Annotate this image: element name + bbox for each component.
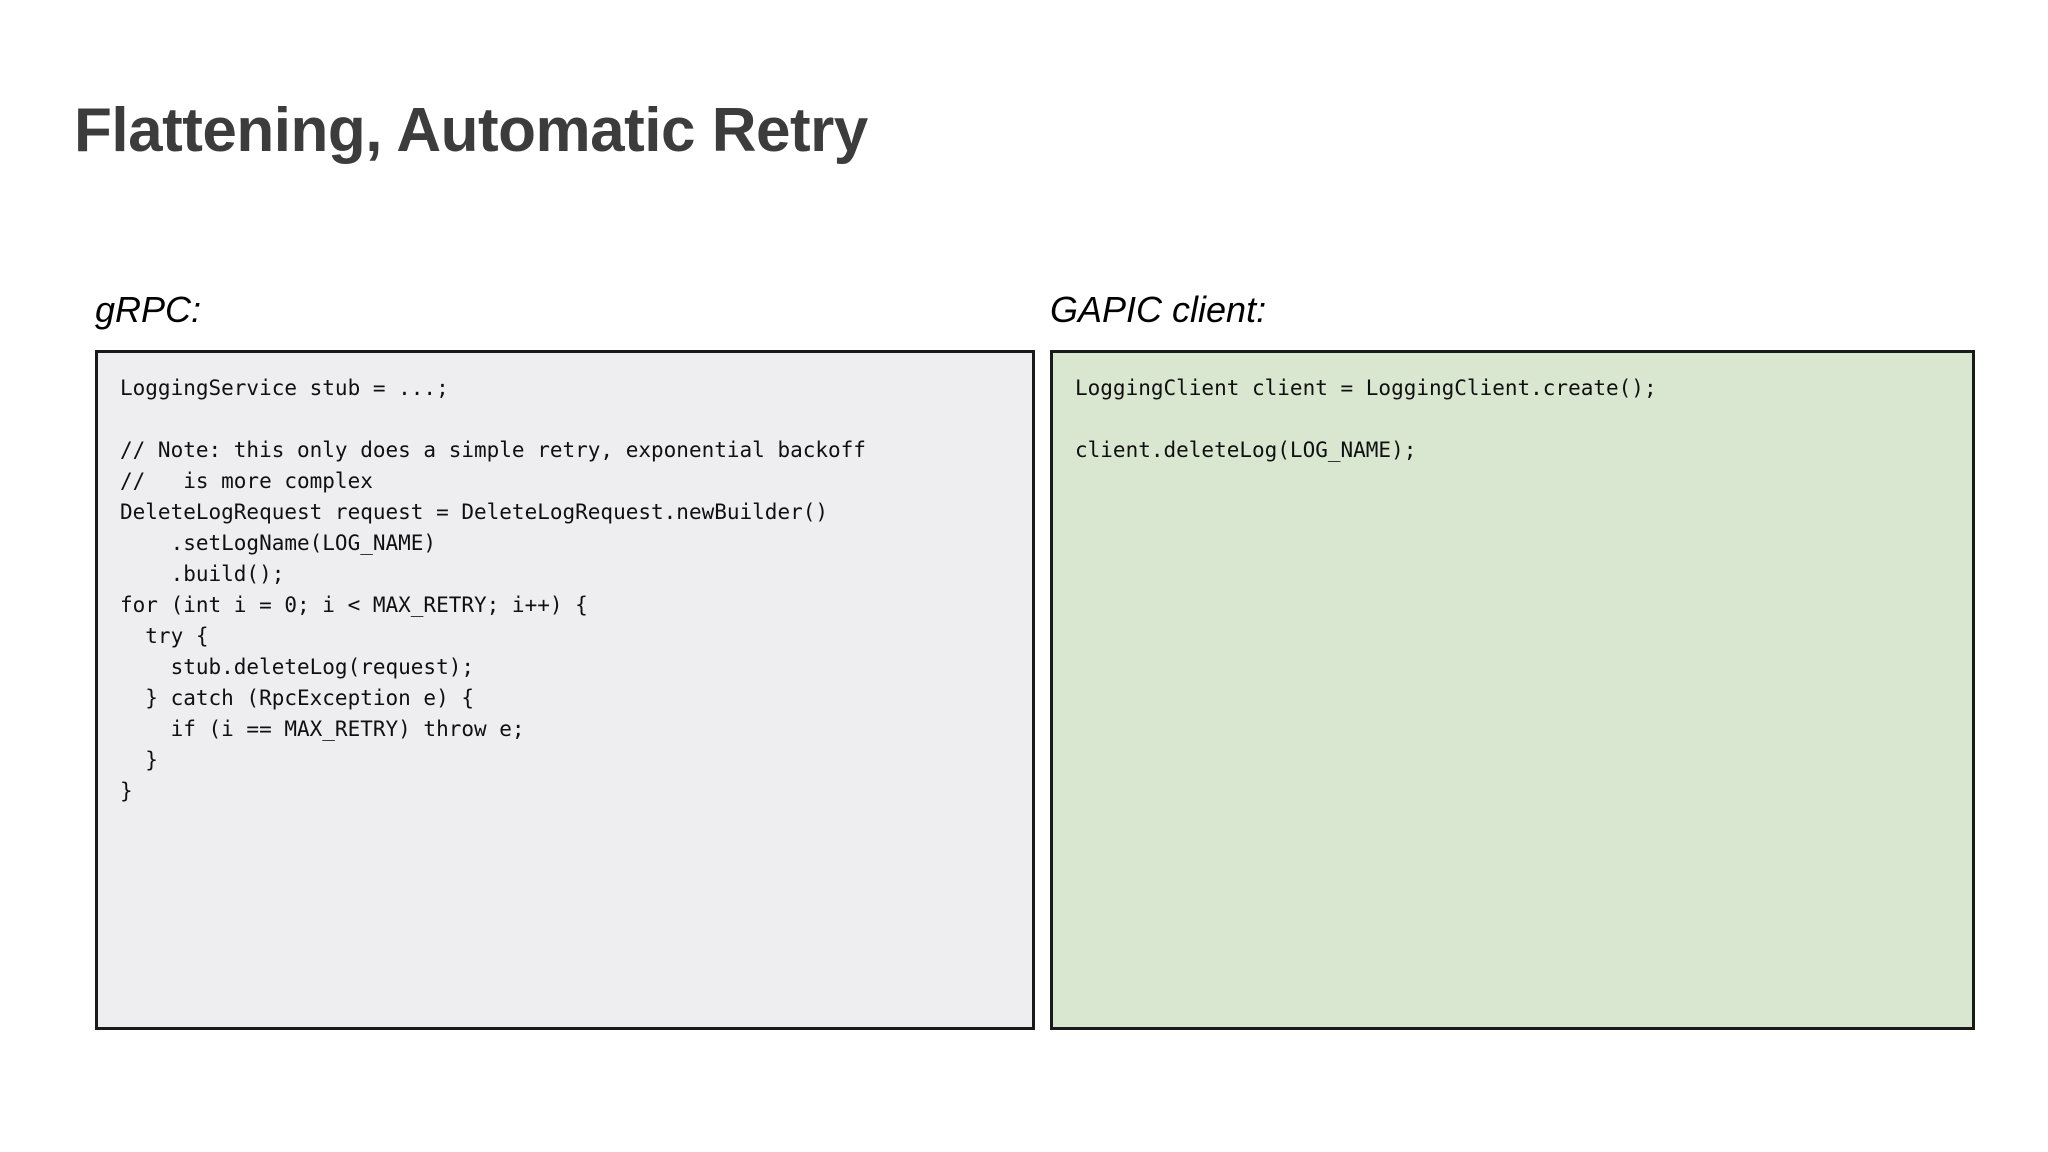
page-title: Flattening, Automatic Retry (74, 96, 868, 165)
column-label-gapic: GAPIC client: (1050, 289, 1267, 330)
code-text-grpc: LoggingService stub = ...; // Note: this… (120, 376, 866, 803)
code-block-grpc: LoggingService stub = ...; // Note: this… (95, 350, 1035, 1030)
column-gapic: GAPIC client: LoggingClient client = Log… (1050, 292, 1975, 1030)
code-text-gapic: LoggingClient client = LoggingClient.cre… (1075, 376, 1657, 462)
column-label-grpc: gRPC: (95, 289, 202, 330)
column-grpc: gRPC: LoggingService stub = ...; // Note… (95, 292, 1035, 1030)
code-block-gapic: LoggingClient client = LoggingClient.cre… (1050, 350, 1975, 1030)
